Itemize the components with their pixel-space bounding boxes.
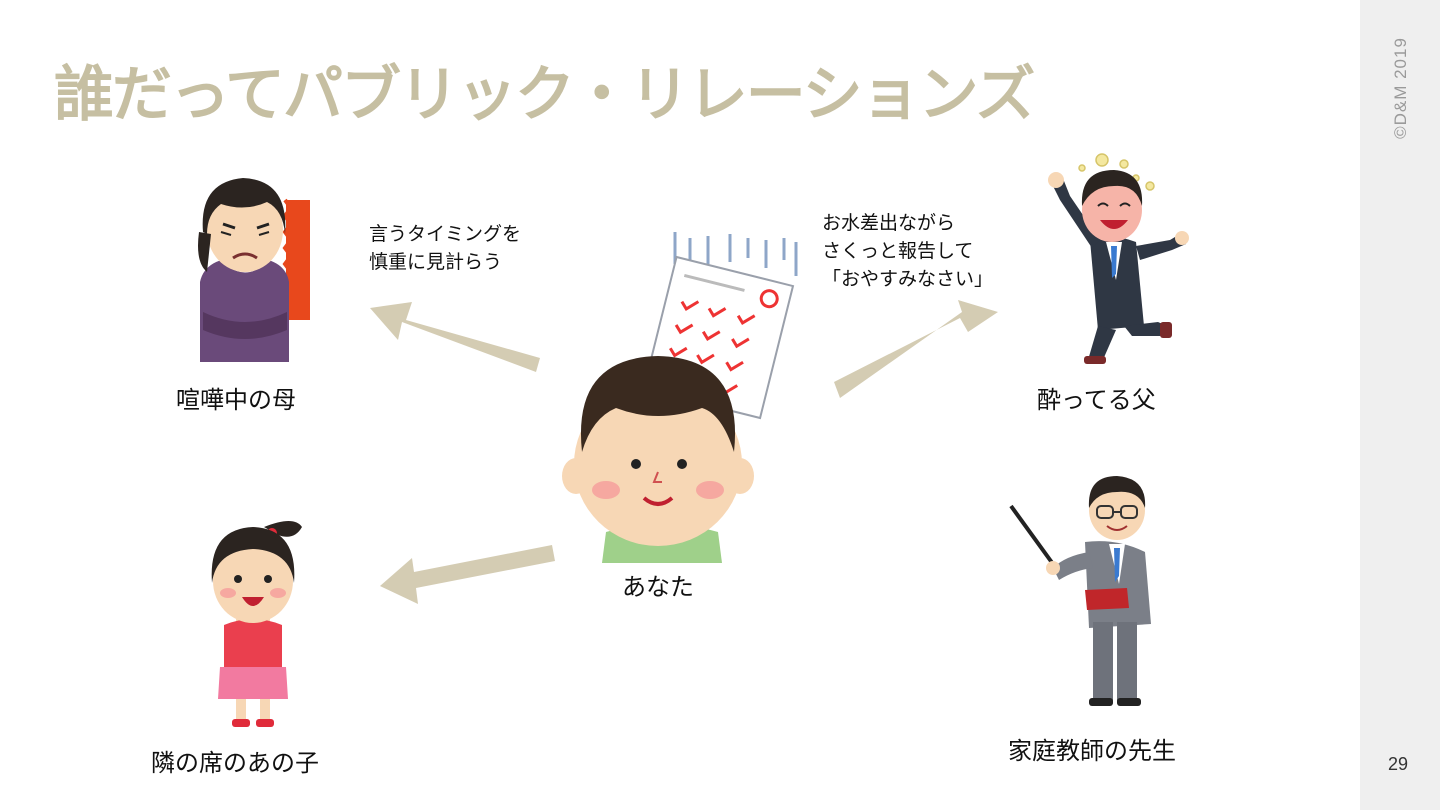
mother-note-line: 慎重に見計らう [369,251,503,273]
falling-lines-icon [673,232,798,276]
mother-note-line: 言うタイミングを [369,223,522,245]
you-label: あなた [622,573,694,601]
tutor-illustration [1009,476,1151,706]
classmate-label: 隣の席のあの子 [151,749,319,777]
slide: 誰だってパブリック・リレーションズ [54,60,1189,777]
you-illustration [562,232,798,563]
page-number: 29 [1388,754,1409,774]
father-note-line: お水差出ながら [822,212,956,234]
father-note-line: 「おやすみなさい」 [822,268,994,290]
mother-note: 言うタイミングを 慎重に見計らう [369,220,521,276]
pointer-stick-icon [1009,504,1055,566]
father-note: お水差出ながら さくっと報告して 「おやすみなさい」 [822,209,993,293]
copyright-text: ©D&M 2019 [1391,37,1410,139]
sidebar [1360,0,1440,810]
father-illustration [1048,153,1189,364]
arrow-to-father [834,300,998,398]
slide-title: 誰だってパブリック・リレーションズ [54,60,1035,130]
arrow-to-mother [370,302,540,372]
classmate-illustration [211,521,302,727]
mother-illustration [198,178,310,362]
father-note-line: さくっと報告して [822,240,974,262]
dizzy-bubbles-icon [1078,153,1155,191]
arrow-to-classmate [380,545,555,604]
tutor-label: 家庭教師の先生 [1008,737,1176,765]
father-label: 酔ってる父 [1037,386,1156,414]
mother-label: 喧嘩中の母 [176,386,296,414]
arrows-layer [370,300,998,604]
